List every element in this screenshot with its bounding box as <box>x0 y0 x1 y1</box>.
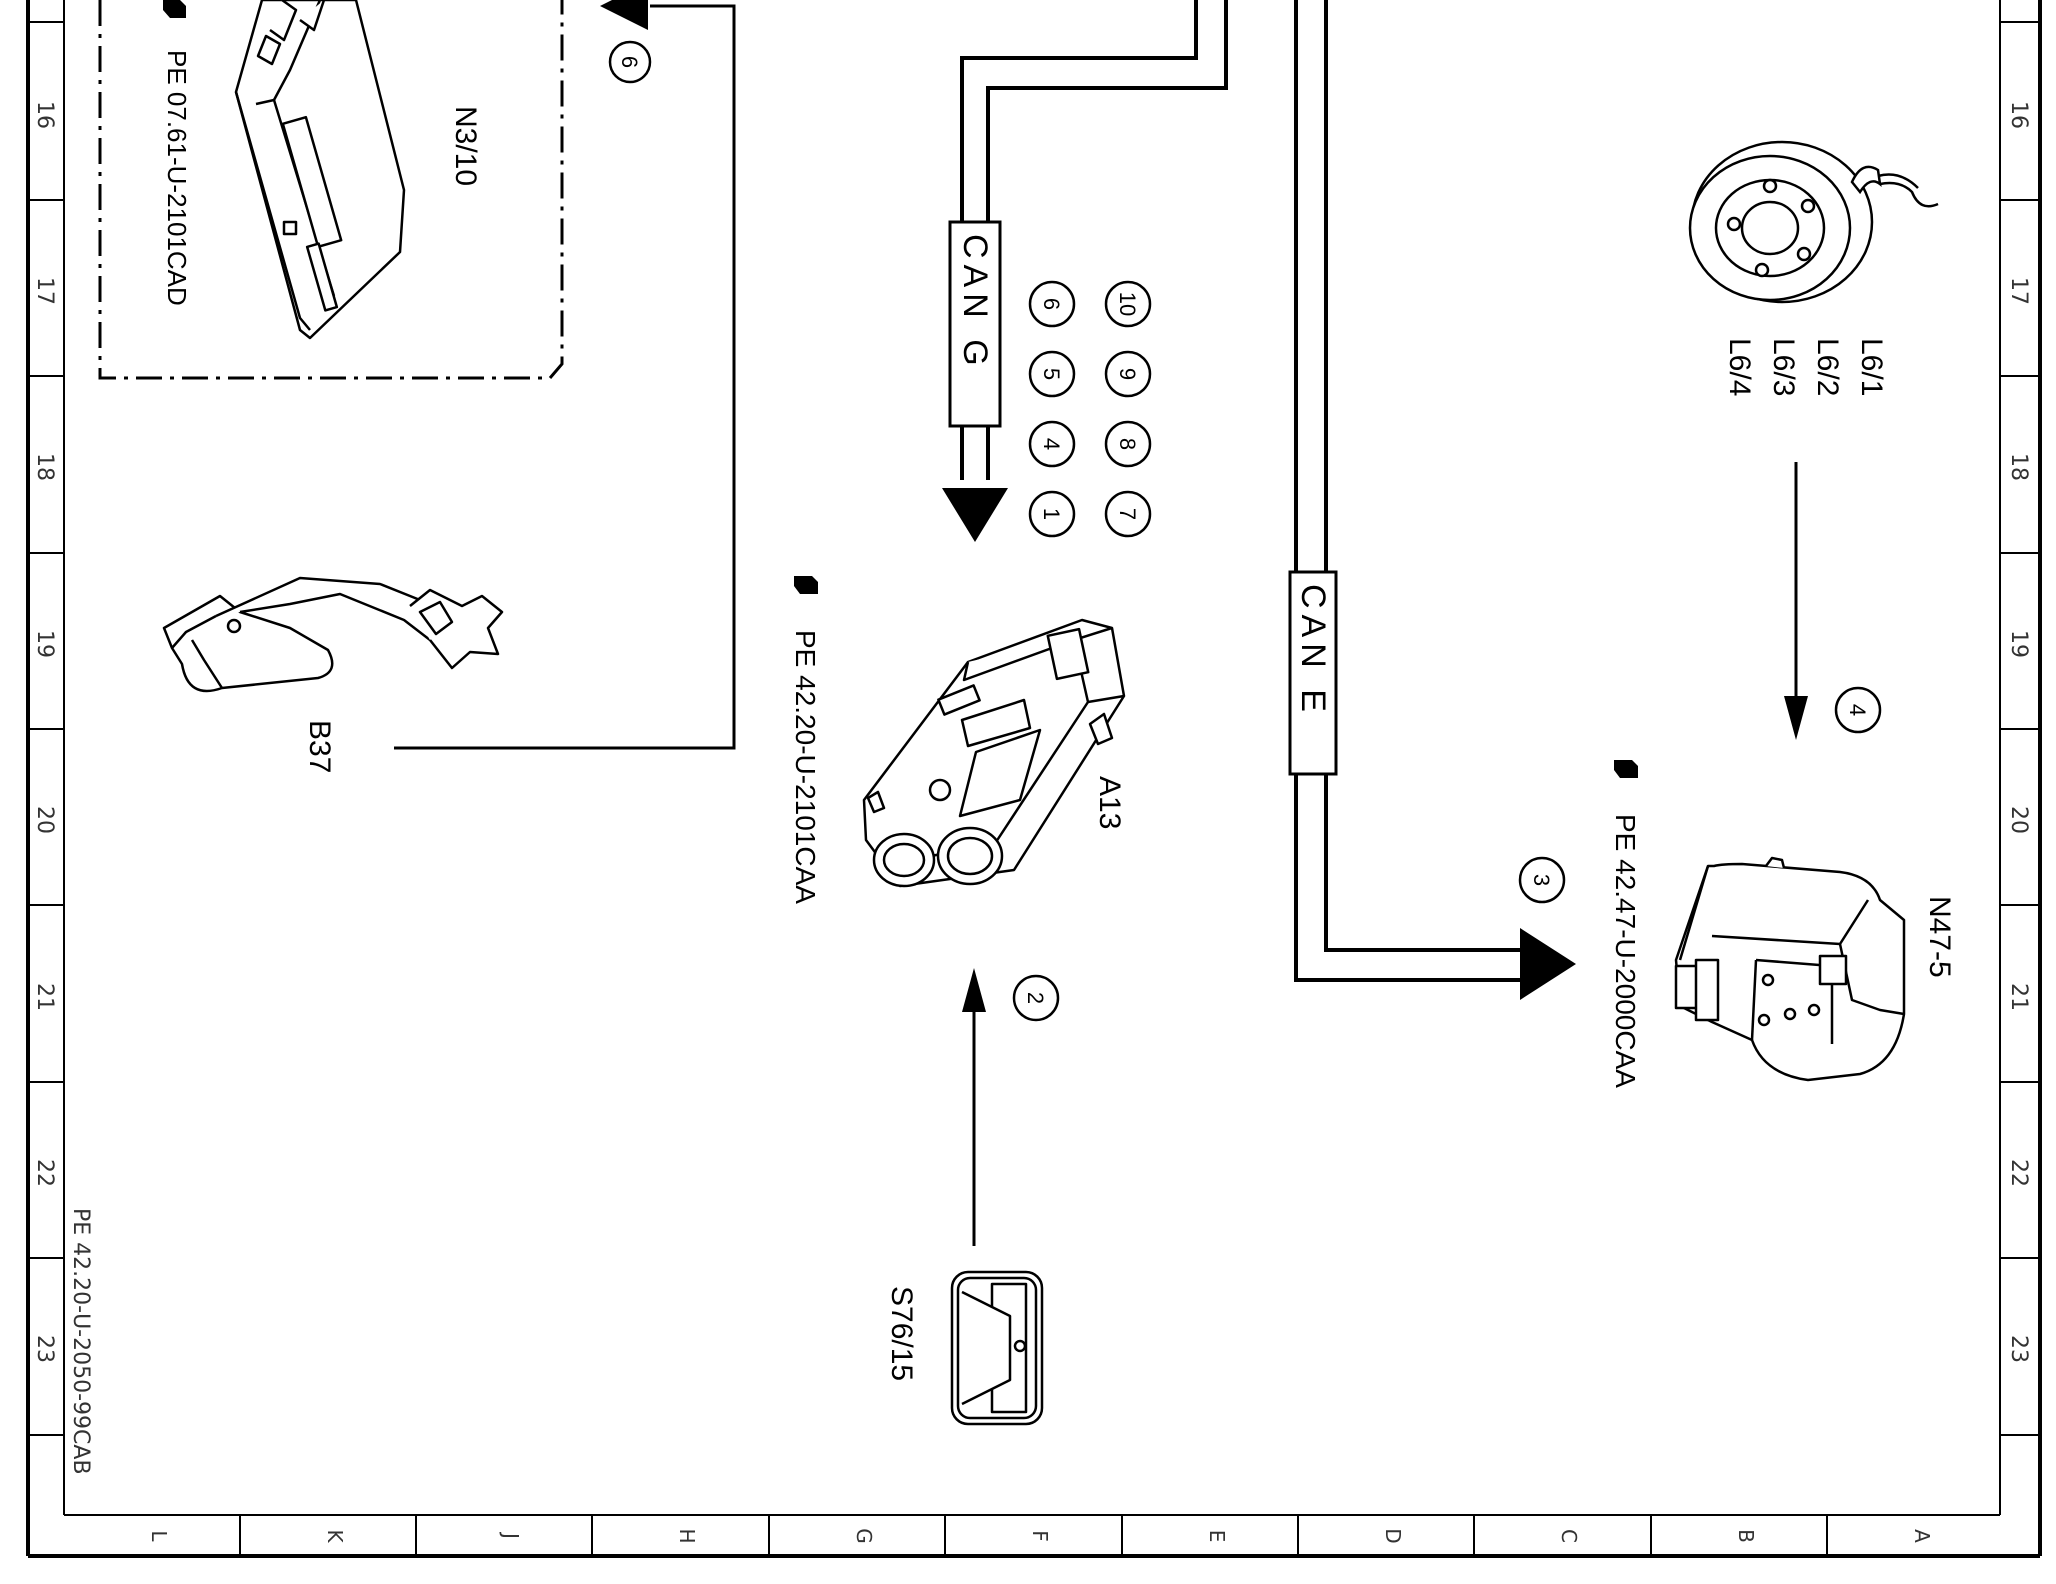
column-letter: K <box>323 1529 347 1543</box>
can-g-label: CAN G <box>956 234 994 372</box>
a13-module <box>862 618 1126 888</box>
can-g-label-box: CAN G <box>948 220 1002 428</box>
callout-5-text: 5 <box>1039 368 1064 380</box>
n47-5-esp-unit <box>1674 856 1906 1082</box>
column-letter: G <box>852 1528 876 1544</box>
row-number: 18 <box>2006 453 2031 481</box>
row-ticks <box>28 21 2040 1436</box>
sheet-reference: PE 42.20-U-2050-99CAB <box>68 1208 93 1475</box>
can-e-bus <box>1294 0 1524 982</box>
hand-pointer-icon <box>794 576 818 594</box>
row-number: 17 <box>32 277 57 305</box>
row-number: 19 <box>2006 630 2031 658</box>
column-letter: C <box>1557 1529 1581 1543</box>
column-letter: J <box>499 1531 523 1539</box>
callout-6-top: 6 <box>608 40 652 84</box>
hand-pointer-icon <box>163 0 186 18</box>
l6-labels: L6/1 L6/2 L6/3 L6/4 <box>1723 338 1888 396</box>
can-g-bus <box>960 0 1228 480</box>
callout-4 <box>1028 420 1076 468</box>
row-number: 20 <box>2006 806 2031 834</box>
callout-9 <box>1104 350 1152 398</box>
callout-6-text: 6 <box>1039 298 1064 310</box>
arrowhead-up <box>962 968 986 1012</box>
b37-label: B37 <box>303 720 336 773</box>
callout-numbers-a13: 10 9 8 7 6 5 4 1 <box>1039 292 1140 520</box>
callout-3: 3 <box>1518 856 1566 904</box>
column-letter: F <box>1028 1530 1052 1542</box>
column-letter: L <box>147 1530 171 1542</box>
a13-reference: PE 42.20-U-2101CAA <box>790 576 821 904</box>
column-letters: L K J H G F E D C B A <box>147 1528 1934 1544</box>
a13-reference-text: PE 42.20-U-2101CAA <box>790 630 821 904</box>
row-number: 22 <box>2006 1159 2031 1187</box>
column-letter: H <box>675 1528 699 1543</box>
can-e-label-box: CAN E <box>1288 570 1338 776</box>
l6-2-label: L6/2 <box>1811 338 1844 396</box>
row-number: 21 <box>2006 983 2031 1011</box>
can-e-arrowhead <box>1520 928 1576 1000</box>
hand-pointer-icon <box>1614 760 1638 778</box>
callout-5 <box>1028 350 1076 398</box>
n3-10-reference: PE 07.61-U-2101CAD <box>162 0 192 306</box>
row-number: 16 <box>2006 101 2031 129</box>
row-number: 16 <box>32 101 57 129</box>
l6-1-label: L6/1 <box>1855 338 1888 396</box>
arrowhead-down <box>1784 696 1808 740</box>
callout-10-text: 10 <box>1115 292 1140 316</box>
l6-3-label: L6/3 <box>1767 338 1800 396</box>
arrowhead-left <box>600 0 648 30</box>
svg-text:2: 2 <box>1023 992 1048 1004</box>
n47-5-reference-text: PE 42.47-U-2000CAA <box>1610 814 1641 1088</box>
l6-4-label: L6/4 <box>1723 338 1756 396</box>
svg-text:3: 3 <box>1529 874 1554 886</box>
row-number: 23 <box>32 1335 57 1363</box>
row-number: 23 <box>2006 1335 2031 1363</box>
s76-15-switch <box>950 1270 1044 1426</box>
callout-1-text: 1 <box>1039 508 1064 520</box>
callout-8-text: 8 <box>1115 438 1140 450</box>
row-number: 18 <box>32 453 57 481</box>
row-number: 22 <box>32 1159 57 1187</box>
n3-10-label: N3/10 <box>449 106 482 186</box>
callout-2: 2 <box>1012 974 1060 1022</box>
column-letter: D <box>1381 1528 1405 1543</box>
a13-label: A13 <box>1093 776 1126 829</box>
n47-5-label: N47-5 <box>1923 896 1956 978</box>
row-number: 17 <box>2006 277 2031 305</box>
n3-10-control-unit <box>234 0 406 340</box>
n3-10-dashed-boundary <box>98 0 564 380</box>
b37-pedal-sensor <box>162 576 504 693</box>
callout-7-text: 7 <box>1115 508 1140 520</box>
can-g-arrowhead <box>942 488 1008 542</box>
row-number: 19 <box>32 630 57 658</box>
drawing-frame <box>26 0 2042 1558</box>
can-e-label: CAN E <box>1294 584 1332 718</box>
svg-text:6: 6 <box>617 56 642 68</box>
row-numbers-right: 16 17 18 19 20 21 22 23 <box>2006 101 2031 1363</box>
column-letter: E <box>1205 1530 1229 1543</box>
n47-5-reference: PE 42.47-U-2000CAA <box>1610 760 1641 1088</box>
callout-8 <box>1104 420 1152 468</box>
column-letter: B <box>1734 1529 1758 1543</box>
callout-group-a13 <box>1028 280 1152 538</box>
callout-1 <box>1028 490 1076 538</box>
row-numbers-left: 16 17 18 19 20 21 22 23 <box>32 101 57 1363</box>
callout-9-text: 9 <box>1115 368 1140 380</box>
callout-10 <box>1104 280 1152 328</box>
callout-7 <box>1104 490 1152 538</box>
row-number: 21 <box>32 983 57 1011</box>
callout-4-text: 4 <box>1039 438 1064 450</box>
l6-wheel-sensor <box>1688 140 1939 304</box>
b37-to-n3-10-wire <box>394 4 736 750</box>
s76-15-label: S76/15 <box>885 1286 918 1381</box>
n3-10-reference-text: PE 07.61-U-2101CAD <box>162 50 192 306</box>
svg-text:4: 4 <box>1845 704 1870 716</box>
callout-4-right: 4 <box>1834 686 1882 734</box>
callout-6 <box>1028 280 1076 328</box>
column-ticks <box>239 1515 1828 1556</box>
row-number: 20 <box>32 806 57 834</box>
column-letter: A <box>1910 1529 1934 1543</box>
